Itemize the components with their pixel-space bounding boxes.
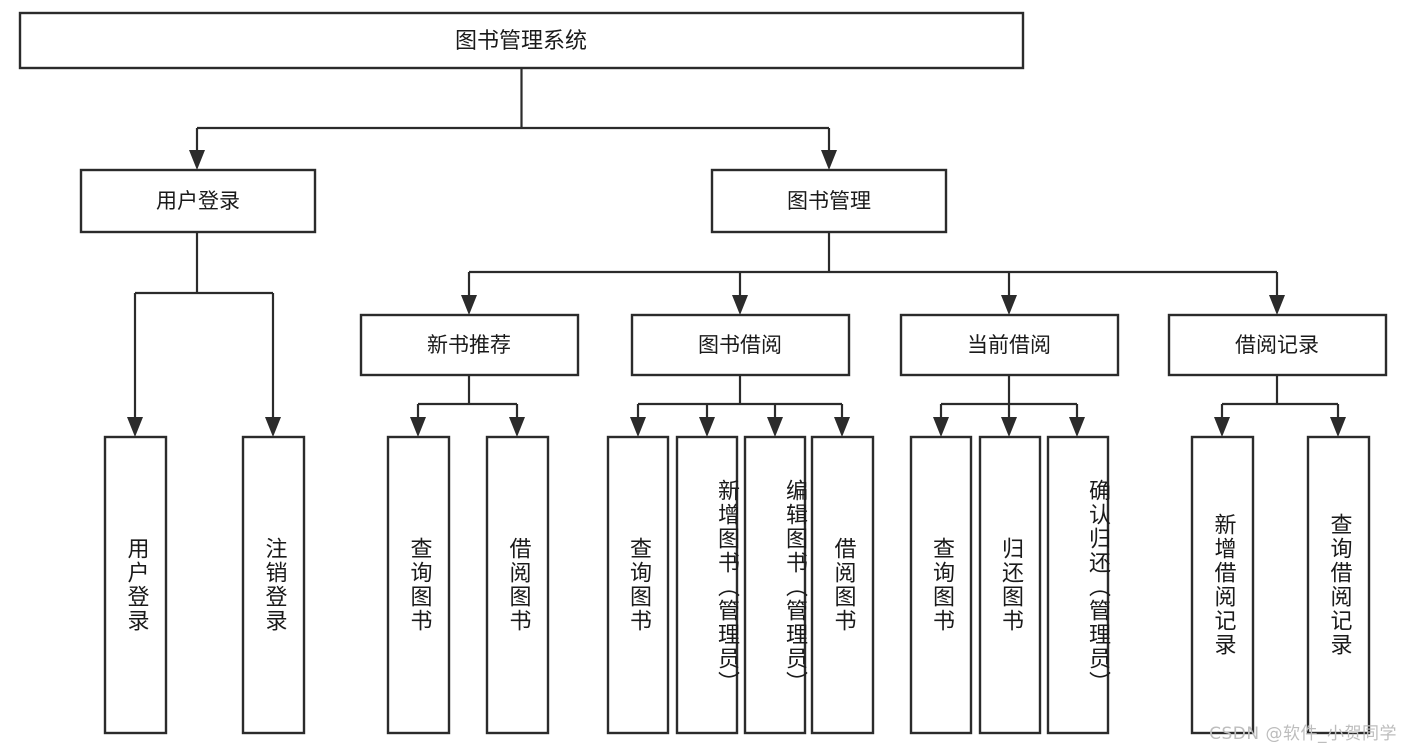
connector-group-new-book-recommend bbox=[410, 375, 525, 437]
arrowhead-leaf-add-book bbox=[699, 417, 715, 437]
leaf-boxes bbox=[103, 435, 1371, 735]
node-user-login[interactable]: 用户登录 bbox=[79, 168, 317, 234]
node-user-login-box[interactable] bbox=[79, 168, 317, 234]
node-book-manage-box[interactable] bbox=[710, 168, 948, 234]
connector-group-book-borrow bbox=[630, 375, 850, 437]
node-current-borrow-label: 当前借阅 bbox=[967, 333, 1051, 357]
arrowhead-leaf-borrow-book-1 bbox=[509, 417, 525, 437]
node-current-borrow-box[interactable] bbox=[899, 313, 1120, 377]
csdn-watermark: CSDN @软件_小贺同学 bbox=[1209, 724, 1397, 744]
node-book-borrow-box[interactable] bbox=[630, 313, 851, 377]
node-leaf-query-book-3-box[interactable] bbox=[909, 435, 973, 735]
node-borrow-record-box[interactable] bbox=[1167, 313, 1388, 377]
arrowhead-leaf-confirm-return bbox=[1069, 417, 1085, 437]
node-root-box[interactable] bbox=[18, 11, 1025, 70]
node-new-book-recommend[interactable]: 新书推荐 bbox=[359, 313, 580, 377]
node-user-login-label: 用户登录 bbox=[156, 189, 240, 213]
node-leaf-confirm-return-box[interactable] bbox=[1046, 435, 1110, 735]
node-book-borrow[interactable]: 图书借阅 bbox=[630, 313, 851, 377]
node-root-label: 图书管理系统 bbox=[455, 29, 587, 54]
node-leaf-add-record-box[interactable] bbox=[1190, 435, 1255, 735]
arrowhead-current-borrow bbox=[1001, 295, 1017, 315]
node-book-borrow-label: 图书借阅 bbox=[698, 333, 782, 357]
node-new-book-recommend-box[interactable] bbox=[359, 313, 580, 377]
connector-group-borrow-record bbox=[1214, 375, 1346, 437]
arrowhead-leaf-query-record bbox=[1330, 417, 1346, 437]
arrowhead-leaf-logout bbox=[265, 417, 281, 437]
arrowhead-book-borrow bbox=[732, 295, 748, 315]
node-book-manage-label: 图书管理 bbox=[787, 189, 871, 213]
node-leaf-borrow-book-2-box[interactable] bbox=[810, 435, 875, 735]
node-leaf-query-book-2-box[interactable] bbox=[606, 435, 670, 735]
node-leaf-user-login-box[interactable] bbox=[103, 435, 168, 735]
node-borrow-record-label: 借阅记录 bbox=[1235, 333, 1319, 357]
node-leaf-query-record-box[interactable] bbox=[1306, 435, 1371, 735]
node-current-borrow[interactable]: 当前借阅 bbox=[899, 313, 1120, 377]
node-leaf-return-book-box[interactable] bbox=[978, 435, 1042, 735]
arrowhead-leaf-add-record bbox=[1214, 417, 1230, 437]
node-leaf-query-book-1-box[interactable] bbox=[386, 435, 451, 735]
arrowhead-new-book-recommend bbox=[461, 295, 477, 315]
node-new-book-recommend-label: 新书推荐 bbox=[427, 333, 511, 357]
connector-group-user-login bbox=[127, 232, 281, 437]
arrowhead-borrow-record bbox=[1269, 295, 1285, 315]
arrowhead-leaf-query-book-3 bbox=[933, 417, 949, 437]
node-leaf-borrow-book-1-box[interactable] bbox=[485, 435, 550, 735]
arrowhead-leaf-query-book-1 bbox=[410, 417, 426, 437]
connector-group-root bbox=[189, 68, 837, 170]
arrowhead-leaf-query-book-2 bbox=[630, 417, 646, 437]
connector-group-book-manage bbox=[461, 232, 1285, 315]
connector-group-current-borrow bbox=[933, 375, 1085, 437]
arrowhead-leaf-user-login bbox=[127, 417, 143, 437]
arrowhead-leaf-edit-book bbox=[767, 417, 783, 437]
node-leaf-logout-box[interactable] bbox=[241, 435, 306, 735]
arrowhead-leaf-borrow-book-2 bbox=[834, 417, 850, 437]
arrowhead-leaf-return-book bbox=[1001, 417, 1017, 437]
arrowhead-book-manage bbox=[821, 150, 837, 170]
node-leaf-add-book-box[interactable] bbox=[675, 435, 739, 735]
node-borrow-record[interactable]: 借阅记录 bbox=[1167, 313, 1388, 377]
node-book-manage[interactable]: 图书管理 bbox=[710, 168, 948, 234]
node-root[interactable]: 图书管理系统 bbox=[18, 11, 1025, 70]
node-leaf-edit-book-box[interactable] bbox=[743, 435, 807, 735]
arrowhead-user-login bbox=[189, 150, 205, 170]
